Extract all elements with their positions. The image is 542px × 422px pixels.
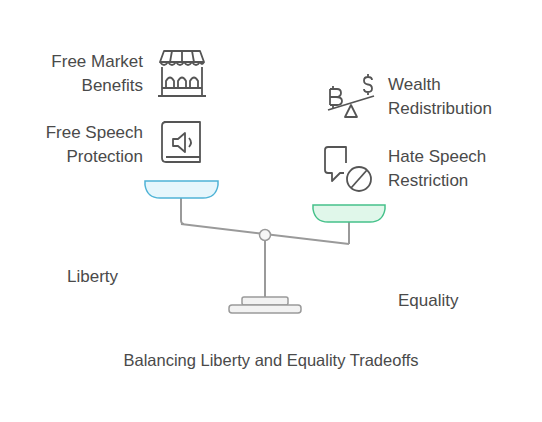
concept-label: Wealth Redistribution xyxy=(388,73,523,121)
market-stall-icon xyxy=(158,51,206,96)
concept-label: Free Market Benefits xyxy=(23,50,143,98)
speech-restriction-icon xyxy=(325,147,371,191)
concept-label: Hate Speech Restriction xyxy=(388,145,523,193)
pivot xyxy=(260,230,271,241)
scale-post xyxy=(264,239,266,297)
scale-beam xyxy=(181,224,349,244)
equality-pan xyxy=(313,205,385,222)
scale-base xyxy=(229,305,301,313)
side-label: Liberty xyxy=(67,265,118,289)
seesaw-currency-icon xyxy=(328,74,374,117)
liberty-pan xyxy=(145,181,218,198)
concept-label: Free Speech Protection xyxy=(23,121,143,169)
book-speaker-icon xyxy=(162,122,200,162)
right-string xyxy=(348,222,350,244)
side-label: Equality xyxy=(398,289,458,313)
diagram-caption: Balancing Liberty and Equality Tradeoffs xyxy=(0,348,542,372)
scale-base-top xyxy=(242,297,288,305)
left-string xyxy=(181,198,184,224)
